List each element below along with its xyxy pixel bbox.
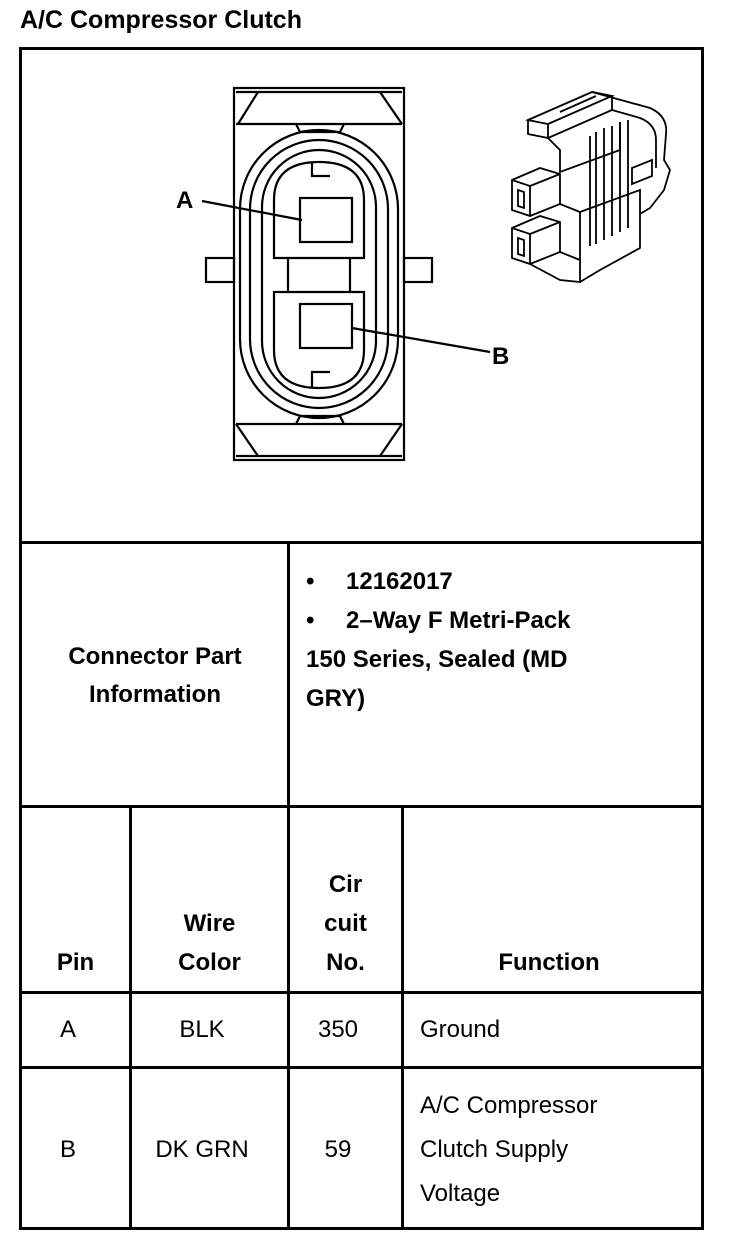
connector-description-line2: 150 Series, Sealed (MD [306, 646, 568, 673]
connector-isometric-view [511, 91, 671, 283]
header-pin-label: Pin [56, 949, 95, 976]
callout-a-leader [201, 199, 303, 222]
list-item: • 2–Way F Metri-Pack [306, 601, 686, 640]
cavity-b-housing [272, 290, 366, 390]
header-wire-color-line1: Wire [183, 910, 236, 937]
connector-diagram: A B [176, 86, 671, 462]
callout-a: A [176, 187, 193, 214]
header-wire-color-line2: Color [178, 949, 241, 976]
row-b-function-line3: Voltage [420, 1179, 501, 1207]
row-b-circuit: 59 [324, 1135, 352, 1163]
row-a-pin: A [59, 1016, 76, 1043]
divider-header [19, 991, 704, 994]
connector-part-information-details: • 12162017 • 2–Way F Metri-Pack 150 Seri… [306, 562, 686, 718]
connector-part-information-label: Connector Part Information [22, 546, 288, 805]
row-b-function-line2: Clutch Supply [420, 1135, 569, 1163]
divider-col-wire [287, 805, 290, 1230]
connector-body [232, 86, 406, 462]
header-circuit-line1: Cir [328, 871, 363, 898]
header-circuit: Cir cuit No. [290, 808, 401, 982]
header-wire-color: Wire Color [132, 808, 287, 982]
divider-col-circuit [401, 805, 404, 1230]
row-b-wire-color: DK GRN [155, 1135, 249, 1163]
terminal-b [298, 302, 354, 350]
row-a-circuit: 350 [317, 1016, 359, 1043]
callout-b-leader [351, 326, 491, 354]
row-b-function: A/C Compressor Clutch Supply Voltage [420, 1069, 690, 1230]
divider-part-info-vertical [287, 541, 290, 808]
bullet-icon: • [306, 607, 315, 634]
connector-top-cap [236, 90, 403, 134]
list-item: • 12162017 [306, 562, 686, 601]
divider-part-info [19, 805, 704, 808]
page-title: A/C Compressor Clutch [20, 6, 302, 34]
connector-seal-mid [248, 138, 390, 410]
row-b-pin: B [59, 1135, 76, 1163]
connector-bottom-cap [235, 414, 403, 458]
connector-left-tab [204, 256, 236, 284]
row-a-wire-color: BLK [179, 1016, 225, 1043]
cpi-label-line2: Information [88, 680, 221, 708]
cavity-a-housing [272, 160, 366, 260]
connector-description-line1: 2–Way F Metri-Pack [346, 607, 571, 634]
connector-table-frame [19, 47, 704, 1230]
connector-right-tab [402, 256, 434, 284]
header-function-label: Function [498, 949, 600, 976]
row-b-function-line1: A/C Compressor [420, 1091, 598, 1119]
terminal-a [298, 196, 354, 244]
connector-description-line3: GRY) [306, 685, 366, 712]
connector-seal-inner [260, 148, 378, 400]
cpi-label-line1: Connector Part [68, 642, 242, 670]
header-circuit-line2: cuit [324, 910, 367, 937]
header-function: Function [404, 808, 694, 982]
callout-b: B [492, 343, 509, 370]
divider-diagram [19, 541, 704, 544]
header-pin: Pin [22, 808, 129, 982]
divider-row-a [19, 1066, 704, 1069]
divider-col-pin [129, 805, 132, 1230]
connector-seal-outer [238, 128, 400, 420]
header-circuit-line3: No. [326, 949, 365, 976]
part-number: 12162017 [346, 568, 453, 595]
row-a-function: Ground [420, 1016, 501, 1043]
bullet-icon: • [306, 568, 315, 595]
